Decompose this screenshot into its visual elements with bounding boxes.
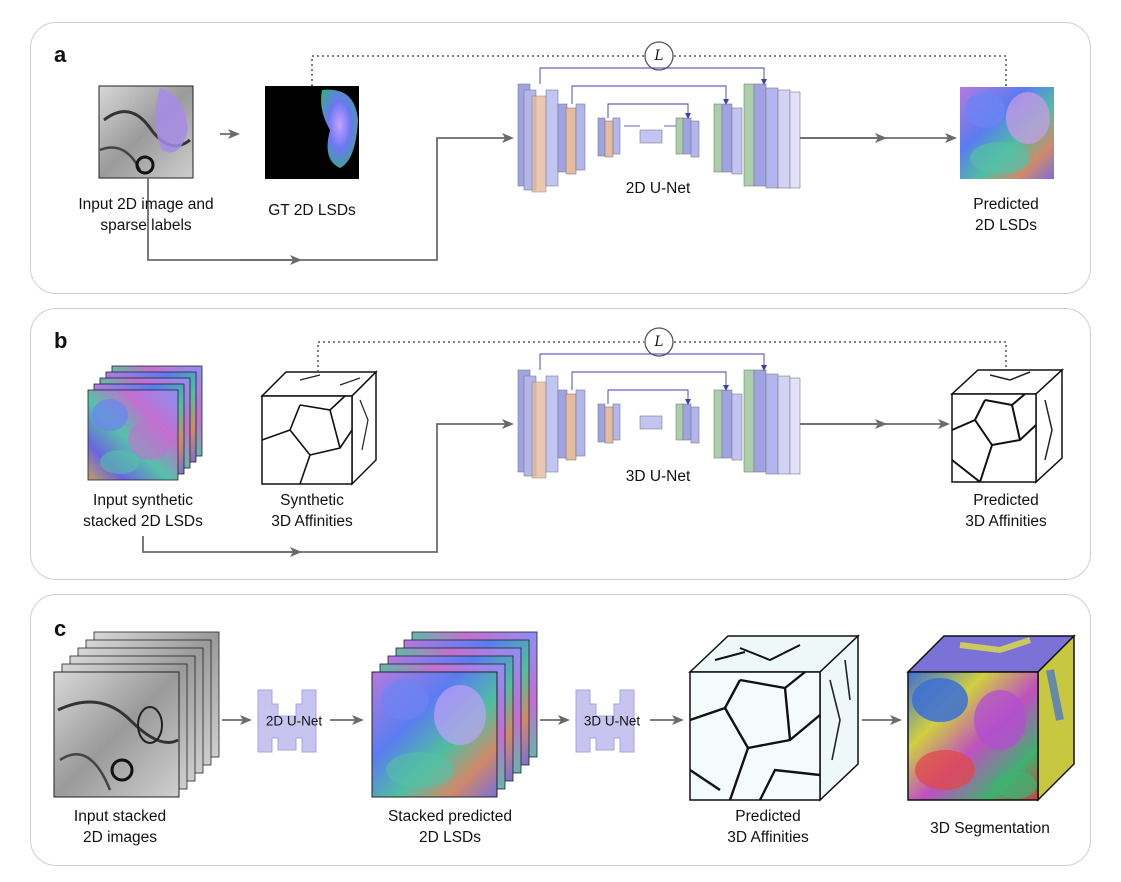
caption-output-a-line2: 2D LSDs — [974, 217, 1038, 234]
loss-dotted-left-b — [317, 341, 644, 372]
caption-step2-c-line2: 2D LSDs — [418, 829, 482, 846]
caption-input-b: Input synthetic stacked 2D LSDs — [83, 490, 203, 532]
small-unet-2d-label: 2D U-Net — [265, 713, 323, 729]
caption-step1-c-line1: Input stacked — [73, 808, 167, 825]
caption-unet-b: 3D U-Net — [625, 468, 691, 485]
caption-gt-b-line2: 3D Affinities — [271, 513, 353, 530]
caption-input-a-line1: Input 2D image and — [78, 196, 214, 213]
panel-b-label: b — [54, 328, 68, 353]
gt-2d-lsd-image — [265, 86, 359, 179]
caption-input-a-line2: sparse labels — [100, 217, 192, 234]
predicted-affinities-cube-c — [688, 634, 860, 802]
caption-input-a: Input 2D image and sparse labels — [78, 194, 213, 236]
panel-c-graphics — [53, 631, 1076, 802]
loss-dotted-right — [674, 55, 1007, 86]
caption-output-b-line2: 3D Affinities — [965, 513, 1047, 530]
caption-input-b-line1: Input synthetic — [93, 492, 193, 509]
stacked-predicted-lsd-images — [371, 631, 538, 798]
predicted-affinities-cube-b — [950, 368, 1064, 484]
loss-dotted-left — [311, 55, 644, 86]
input-stacked-em-images — [53, 631, 220, 798]
loss-dotted-right-b — [674, 341, 1007, 372]
caption-unet-a: 2D U-Net — [625, 180, 691, 197]
caption-step3-c: Predicted 3D Affinities — [727, 806, 809, 848]
synthetic-affinities-cube — [260, 370, 378, 486]
caption-step2-c-line1: Stacked predicted — [387, 808, 513, 825]
arrow-input-to-unet-b — [142, 419, 514, 553]
caption-step1-c: Input stacked 2D images — [74, 806, 166, 848]
segmentation-cube — [906, 634, 1076, 802]
caption-output-b: Predicted 3D Affinities — [965, 490, 1047, 532]
caption-step1-c-line2: 2D images — [82, 829, 158, 846]
caption-step3-c-line1: Predicted — [735, 808, 801, 825]
panel-a-graphics — [98, 41, 1054, 265]
caption-step3-c-line2: 3D Affinities — [727, 829, 809, 846]
unet-2d-graphic — [517, 67, 801, 193]
input-2d-image — [98, 85, 194, 179]
arrow-input-to-unet-a — [147, 133, 514, 261]
caption-gt-a: GT 2D LSDs — [268, 202, 356, 219]
loss-circle-b — [644, 327, 674, 357]
panel-a-label: a — [54, 42, 67, 67]
caption-output-a-line1: Predicted — [973, 196, 1039, 213]
caption-step4-c: 3D Segmentation — [930, 820, 1050, 837]
loss-symbol-a: L — [654, 48, 664, 64]
panel-b-graphics — [87, 327, 1064, 557]
caption-output-a: Predicted 2D LSDs — [973, 194, 1038, 236]
input-stacked-lsd-images — [87, 365, 203, 481]
caption-input-b-line2: stacked 2D LSDs — [83, 513, 203, 530]
small-unet-3d-label: 3D U-Net — [583, 713, 641, 729]
predicted-2d-lsd-image — [960, 87, 1054, 179]
unet-3d-graphic — [517, 353, 801, 479]
loss-symbol-b: L — [654, 334, 664, 350]
panel-c-label: c — [54, 616, 67, 641]
caption-step2-c: Stacked predicted 2D LSDs — [388, 806, 512, 848]
small-unet-2d — [257, 689, 317, 753]
small-unet-3d — [575, 689, 635, 753]
loss-circle-a — [644, 41, 674, 71]
caption-output-b-line1: Predicted — [973, 492, 1039, 509]
caption-gt-b: Synthetic 3D Affinities — [271, 490, 353, 532]
caption-gt-b-line1: Synthetic — [280, 492, 344, 509]
